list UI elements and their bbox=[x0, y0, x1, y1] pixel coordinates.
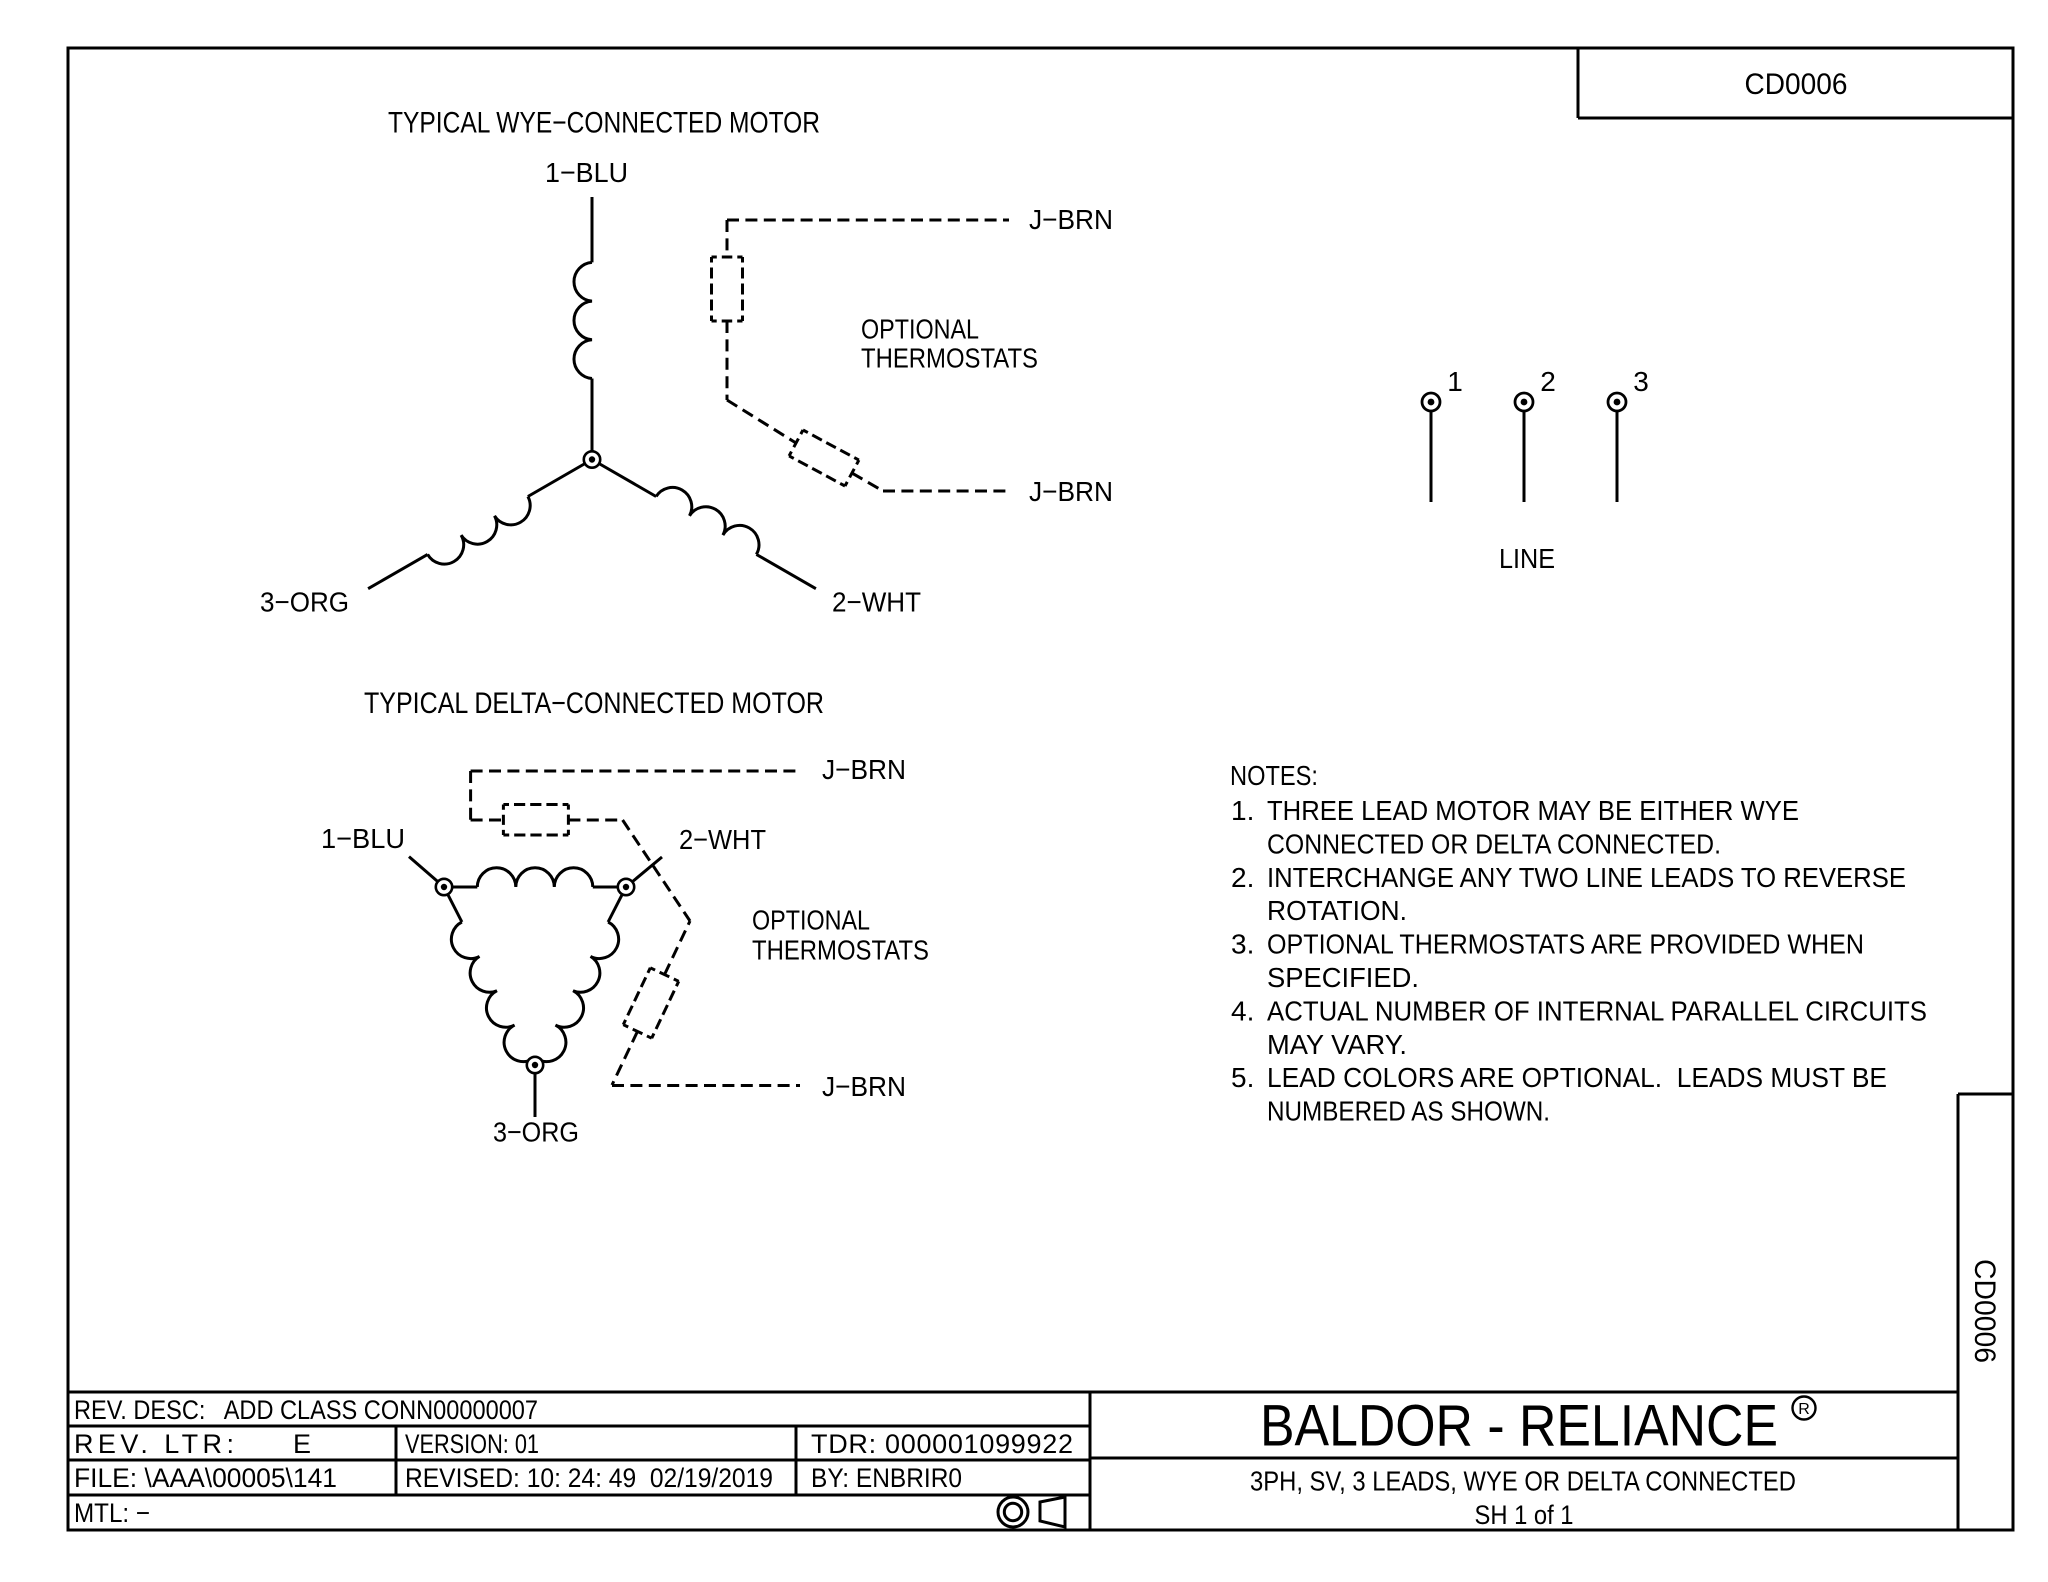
svg-text:J−BRN: J−BRN bbox=[822, 754, 906, 785]
svg-text:CONNECTED OR DELTA CONNECTED.: CONNECTED OR DELTA CONNECTED. bbox=[1267, 828, 1721, 859]
svg-text:TYPICAL WYE−CONNECTED MOTOR: TYPICAL WYE−CONNECTED MOTOR bbox=[388, 107, 820, 140]
svg-text:FILE: \AAA\00005\141: FILE: \AAA\00005\141 bbox=[74, 1463, 337, 1493]
svg-text:VERSION: 01: VERSION: 01 bbox=[405, 1429, 539, 1459]
svg-text:J−BRN: J−BRN bbox=[1029, 476, 1113, 507]
svg-text:BY: ENBRIR0: BY: ENBRIR0 bbox=[811, 1463, 962, 1493]
svg-text:J−BRN: J−BRN bbox=[822, 1071, 906, 1102]
svg-text:TYPICAL DELTA−CONNECTED MOTOR: TYPICAL DELTA−CONNECTED MOTOR bbox=[364, 687, 824, 720]
svg-text:1−BLU: 1−BLU bbox=[545, 157, 628, 188]
svg-text:1−BLU: 1−BLU bbox=[321, 823, 405, 854]
svg-text:ACTUAL NUMBER OF INTERNAL PARA: ACTUAL NUMBER OF INTERNAL PARALLEL CIRCU… bbox=[1267, 995, 1927, 1026]
svg-text:REV. DESC: ADD CLASS CONN000: REV. DESC: ADD CLASS CONN00000007 bbox=[74, 1395, 538, 1425]
svg-text:CD0006: CD0006 bbox=[1968, 1259, 2001, 1363]
svg-text:THERMOSTATS: THERMOSTATS bbox=[861, 343, 1038, 374]
svg-text:1: 1 bbox=[1447, 366, 1463, 397]
svg-text:3.: 3. bbox=[1231, 929, 1254, 960]
svg-text:TDR: 000001099922: TDR: 000001099922 bbox=[811, 1429, 1073, 1459]
svg-text:E: E bbox=[293, 1429, 311, 1459]
svg-text:J−BRN: J−BRN bbox=[1029, 204, 1113, 235]
svg-text:3: 3 bbox=[1633, 366, 1649, 397]
svg-text:5.: 5. bbox=[1231, 1062, 1254, 1093]
svg-text:3−ORG: 3−ORG bbox=[260, 587, 349, 618]
svg-text:4.: 4. bbox=[1231, 995, 1254, 1026]
svg-text:NUMBERED AS SHOWN.: NUMBERED AS SHOWN. bbox=[1267, 1096, 1550, 1127]
svg-text:2−WHT: 2−WHT bbox=[679, 824, 766, 855]
svg-text:OPTIONAL THERMOSTATS ARE PROVI: OPTIONAL THERMOSTATS ARE PROVIDED WHEN bbox=[1267, 929, 1864, 960]
svg-text:2−WHT: 2−WHT bbox=[832, 587, 921, 618]
svg-text:ROTATION.: ROTATION. bbox=[1267, 895, 1407, 926]
svg-text:OPTIONAL: OPTIONAL bbox=[861, 314, 979, 345]
svg-text:CD0006: CD0006 bbox=[1745, 68, 1848, 101]
svg-text:REVISED: 10: 24: 49 02/19/201: REVISED: 10: 24: 49 02/19/2019 bbox=[405, 1463, 773, 1493]
svg-text:LEAD COLORS ARE OPTIONAL. LEA: LEAD COLORS ARE OPTIONAL. LEADS MUST BE bbox=[1267, 1062, 1887, 1093]
svg-text:MTL: −: MTL: − bbox=[74, 1498, 150, 1528]
svg-text:THERMOSTATS: THERMOSTATS bbox=[752, 935, 929, 966]
svg-text:THREE LEAD MOTOR MAY BE EITHER: THREE LEAD MOTOR MAY BE EITHER WYE bbox=[1267, 795, 1799, 826]
svg-text:3PH, SV, 3 LEADS, WYE OR DELTA: 3PH, SV, 3 LEADS, WYE OR DELTA CONNECTED bbox=[1250, 1466, 1796, 1497]
svg-text:NOTES:: NOTES: bbox=[1230, 760, 1318, 791]
svg-text:2.: 2. bbox=[1231, 862, 1254, 893]
svg-text:LINE: LINE bbox=[1499, 543, 1555, 574]
svg-text:1.: 1. bbox=[1231, 795, 1254, 826]
svg-text:OPTIONAL: OPTIONAL bbox=[752, 905, 870, 936]
svg-text:INTERCHANGE ANY TWO LINE LEADS: INTERCHANGE ANY TWO LINE LEADS TO REVERS… bbox=[1267, 862, 1906, 893]
svg-text:2: 2 bbox=[1540, 366, 1556, 397]
svg-text:R: R bbox=[1798, 1401, 1810, 1418]
svg-text:REV. LTR:: REV. LTR: bbox=[74, 1429, 234, 1459]
svg-text:BALDOR - RELIANCE: BALDOR - RELIANCE bbox=[1260, 1394, 1778, 1459]
svg-text:SPECIFIED.: SPECIFIED. bbox=[1267, 962, 1419, 993]
svg-text:SH 1 of 1: SH 1 of 1 bbox=[1475, 1500, 1574, 1530]
svg-text:3−ORG: 3−ORG bbox=[493, 1117, 579, 1148]
svg-text:MAY VARY.: MAY VARY. bbox=[1267, 1029, 1407, 1060]
